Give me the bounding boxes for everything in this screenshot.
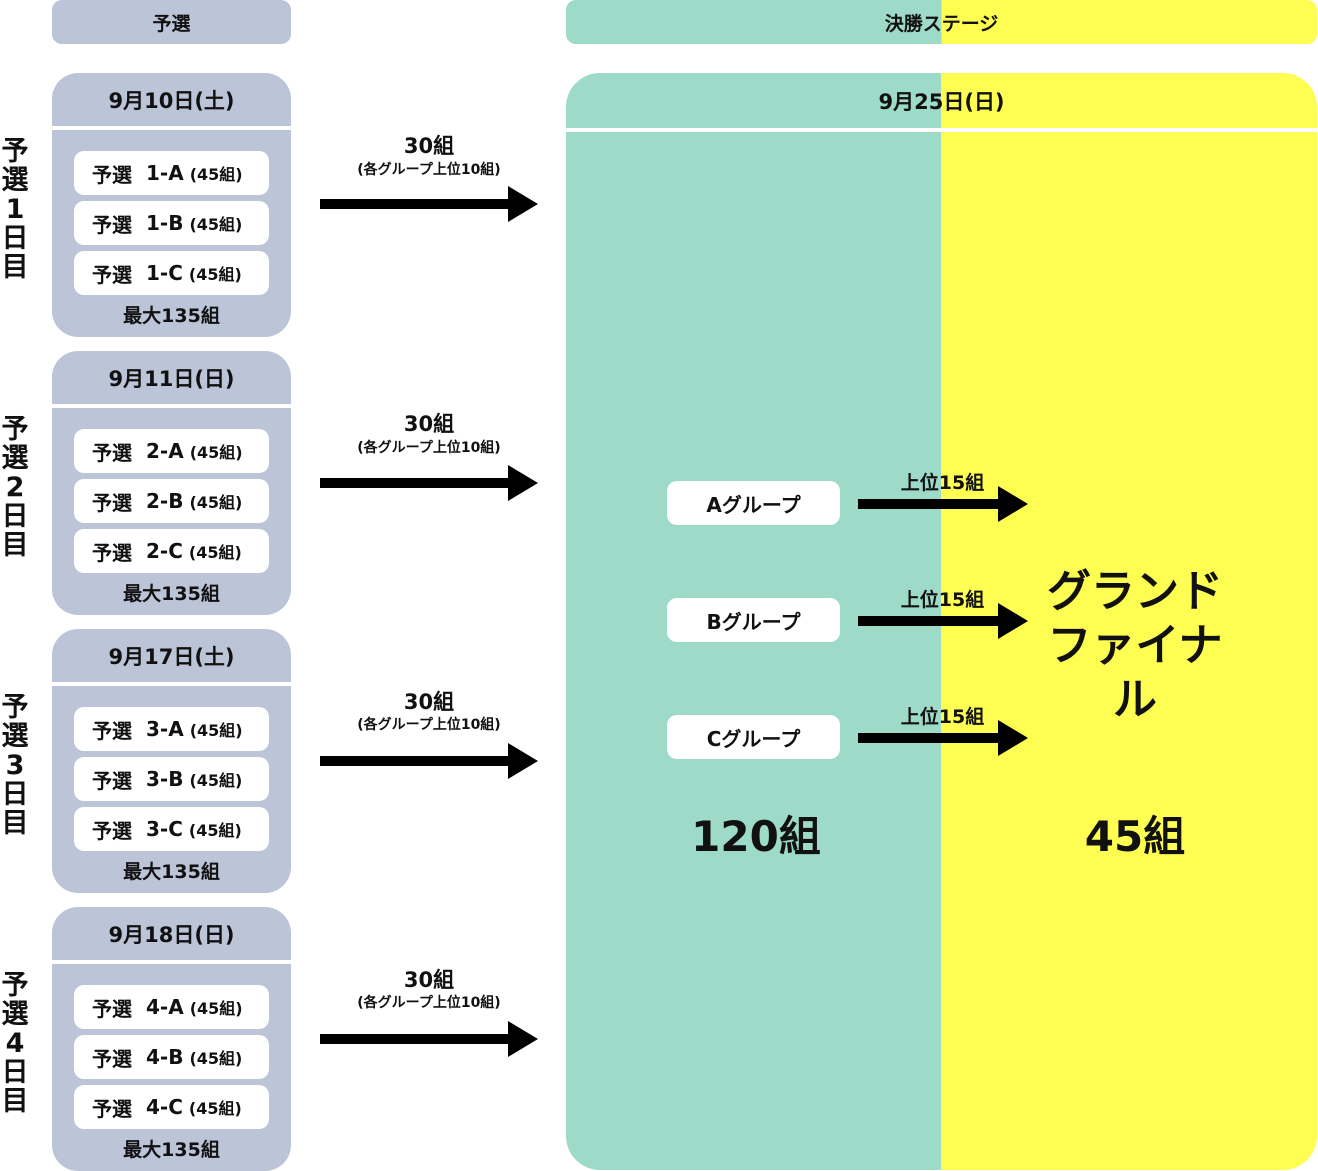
- advance-note: (各グループ上位10組): [357, 162, 501, 178]
- advance-count: 30組: [403, 968, 455, 992]
- group-advance-arrow: [858, 603, 1028, 639]
- day-date: 9月17日(土): [108, 644, 235, 669]
- day-date: 9月11日(日): [108, 366, 235, 391]
- advance-arrow: [320, 1021, 538, 1057]
- day-max-teams: 最大135組: [123, 1139, 220, 1161]
- day-max-teams: 最大135組: [123, 583, 220, 605]
- grand-final-total: 45組: [1084, 812, 1186, 861]
- advance-arrow: [320, 743, 538, 779]
- advance-arrow: [320, 465, 538, 501]
- day-date: 9月10日(土): [108, 88, 235, 113]
- day-max-teams: 最大135組: [123, 305, 220, 327]
- final-date: 9月25日(日): [878, 89, 1005, 114]
- group-advance-arrow: [858, 720, 1028, 756]
- group-advance-label: 上位15組: [900, 589, 985, 611]
- advance-note: (各グループ上位10組): [357, 440, 501, 456]
- divider: [52, 682, 291, 686]
- divider: [52, 126, 291, 130]
- advance-note: (各グループ上位10組): [357, 717, 501, 733]
- grand-final-label: グランド ファイナル: [1047, 566, 1223, 725]
- final-group-c: Cグループ: [667, 715, 840, 759]
- final-group-a: Aグループ: [667, 481, 840, 525]
- advance-count: 30組: [403, 134, 455, 158]
- advance-count: 30組: [403, 690, 455, 714]
- final-group-b: Bグループ: [667, 598, 840, 642]
- divider: [566, 128, 1317, 132]
- group-advance-label: 上位15組: [900, 472, 985, 494]
- divider: [52, 960, 291, 964]
- advance-count: 30組: [403, 412, 455, 436]
- advance-arrow: [320, 186, 538, 222]
- divider: [52, 404, 291, 408]
- day-max-teams: 最大135組: [123, 861, 220, 883]
- final-stage-header: 決勝ステージ: [566, 0, 1317, 44]
- group-advance-label: 上位15組: [900, 706, 985, 728]
- semifinal-total: 120組: [691, 812, 821, 861]
- prelim-header: 予選: [52, 0, 291, 44]
- advance-note: (各グループ上位10組): [357, 995, 501, 1011]
- group-advance-arrow: [858, 486, 1028, 522]
- day-date: 9月18日(日): [108, 922, 235, 947]
